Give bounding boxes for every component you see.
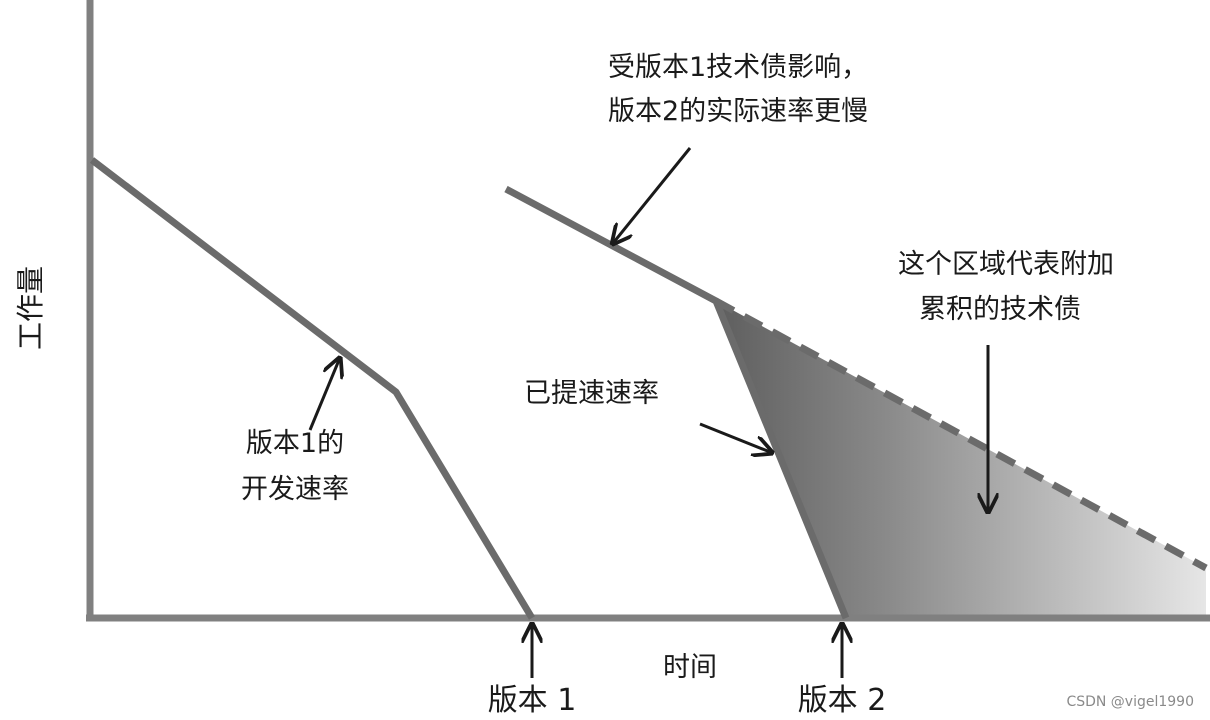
v1-rate-arrow [308, 360, 339, 431]
v1-rate-annotation-line-1: 版本1的 [246, 428, 344, 459]
debt-area-annotation-line-1: 这个区域代表附加 [898, 249, 1114, 280]
projected-rate-line [714, 297, 1208, 572]
watermark: CSDN @vigel1990 [1066, 694, 1194, 710]
accumulated-debt-area [716, 301, 1206, 618]
v1-rate-annotation-line-2: 开发速率 [241, 474, 349, 505]
v2-rate-annotation-line-2: 版本2的实际速率更慢 [608, 96, 868, 127]
v2-rate-annotation-line-1: 受版本1技术债影响， [608, 52, 868, 83]
release-1-line [89, 157, 535, 620]
y-axis-label: 工作量 [14, 266, 47, 350]
debt-area-annotation-line-2: 累积的技术债 [919, 294, 1081, 325]
release-1-label: 版本 1 [488, 683, 577, 718]
accelerated-rate-arrow [699, 422, 770, 452]
accelerated-rate-annotation: 已提速速率 [524, 378, 659, 409]
v2-rate-arrow [614, 147, 692, 242]
x-axis-label: 时间 [663, 652, 717, 683]
release-2-label: 版本 2 [798, 683, 887, 718]
